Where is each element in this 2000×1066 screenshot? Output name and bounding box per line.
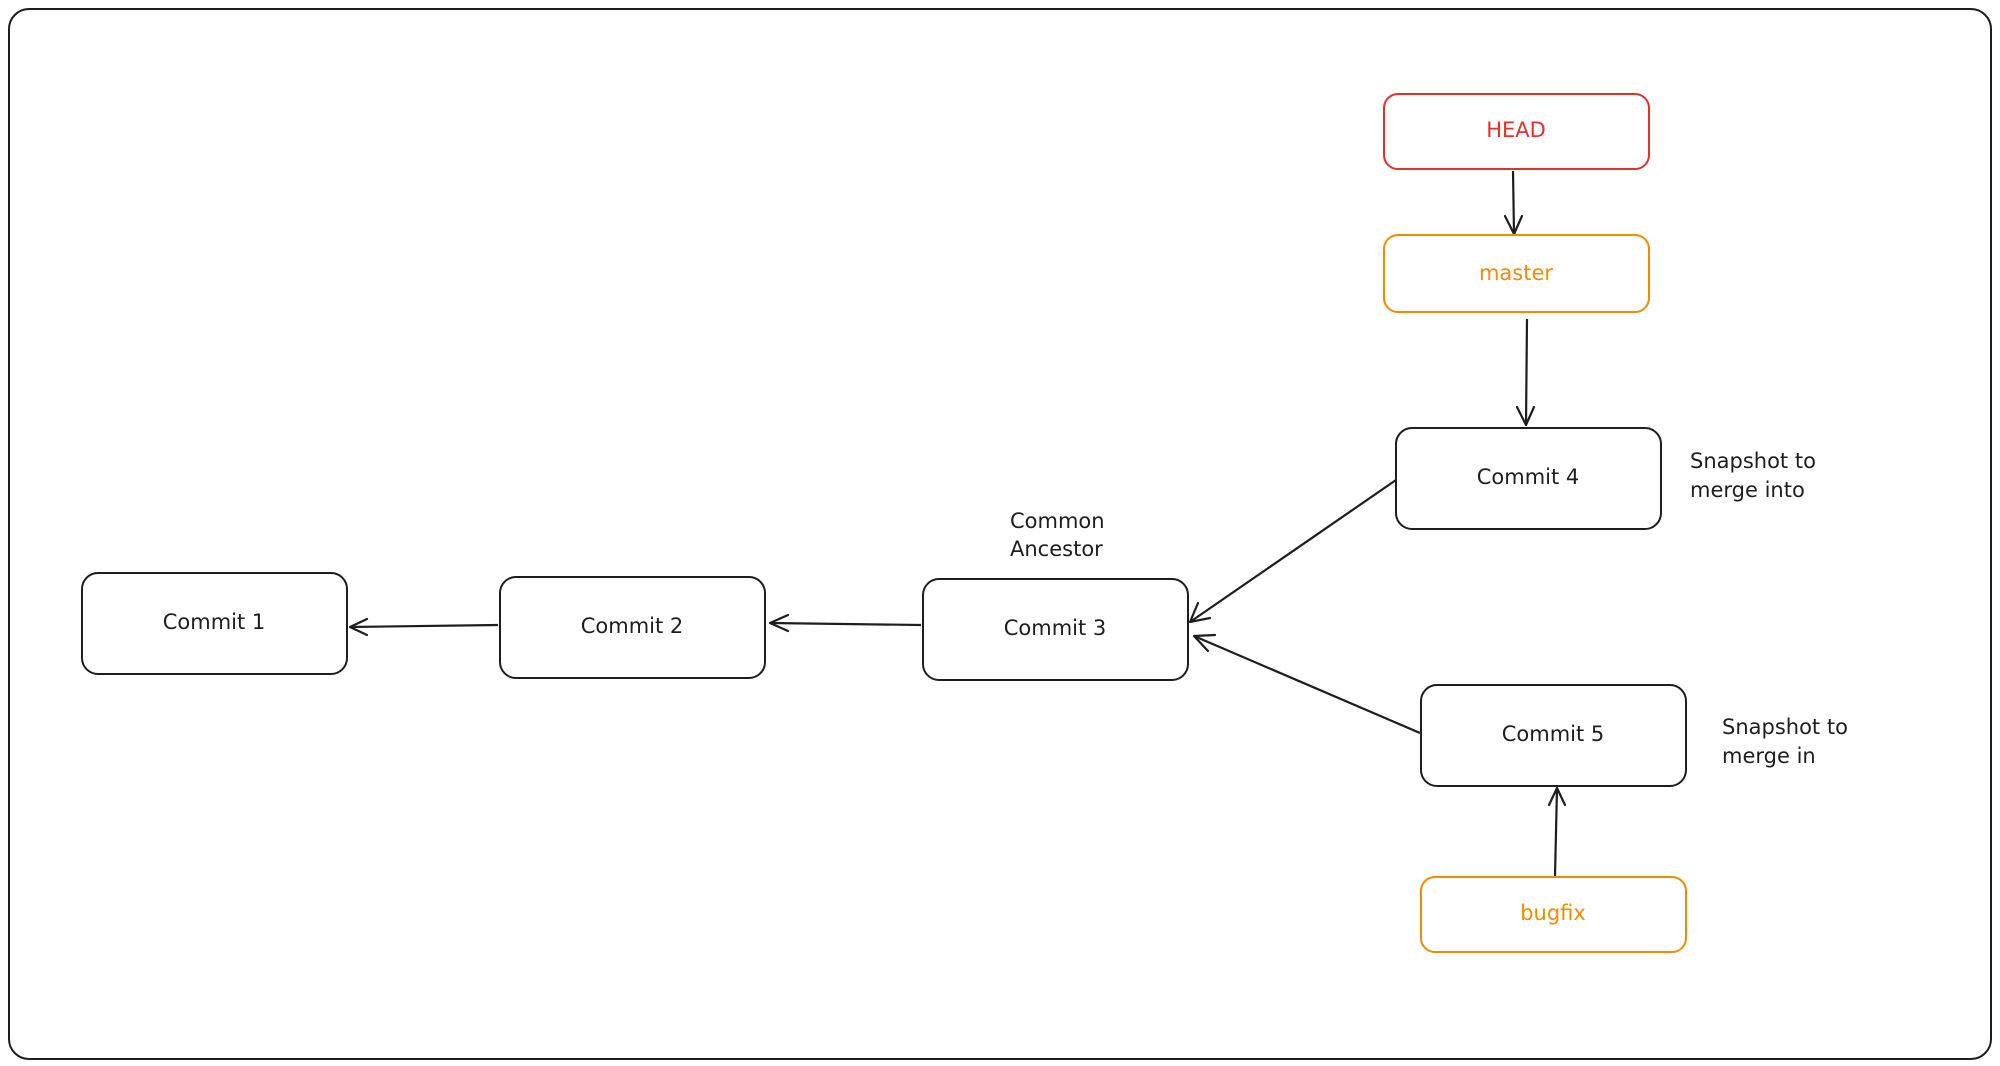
annotation-merge-into-line2: merge into [1690,478,1805,502]
edge-commit2-to-commit1 [348,617,499,637]
edge-commit5-to-commit3 [1192,633,1421,735]
edge-head-to-master [1503,170,1524,236]
annotation-merge-in: Snapshot to merge in [1722,715,1855,768]
node-bugfix[interactable]: bugfix [1420,876,1687,953]
node-master-label: master [1479,261,1553,285]
node-commit2[interactable]: Commit 2 [499,576,766,679]
node-commit4-label: Commit 4 [1477,465,1580,489]
annotation-merge-into-line1: Snapshot to [1690,449,1816,473]
canvas-frame [8,8,1992,1060]
node-commit5-label: Commit 5 [1502,722,1605,746]
annotation-common-ancestor: Common Ancestor [1010,509,1111,561]
annotation-common-ancestor-line1: Common [1010,509,1105,533]
node-commit5[interactable]: Commit 5 [1420,684,1687,787]
edges [348,170,1567,877]
node-commit1-label: Commit 1 [163,610,266,634]
edge-commit3-to-commit2 [768,613,922,633]
annotation-merge-in-line1: Snapshot to [1722,715,1848,739]
node-commit3[interactable]: Commit 3 [922,578,1189,681]
node-commit3-label: Commit 3 [1004,616,1107,640]
edge-master-to-commit4 [1515,318,1536,427]
edge-commit4-to-commit3 [1188,479,1397,624]
node-commit1[interactable]: Commit 1 [81,572,348,675]
node-bugfix-label: bugfix [1520,901,1586,925]
annotation-common-ancestor-line2: Ancestor [1010,537,1103,561]
node-master[interactable]: master [1383,234,1650,313]
node-commit4[interactable]: Commit 4 [1395,427,1662,530]
annotation-merge-in-line2: merge in [1722,744,1816,768]
node-commit2-label: Commit 2 [581,614,684,638]
edge-bugfix-to-commit5 [1547,786,1567,877]
node-head-label: HEAD [1486,118,1546,142]
annotation-merge-into: Snapshot to merge into [1690,449,1823,502]
node-head[interactable]: HEAD [1383,93,1650,170]
